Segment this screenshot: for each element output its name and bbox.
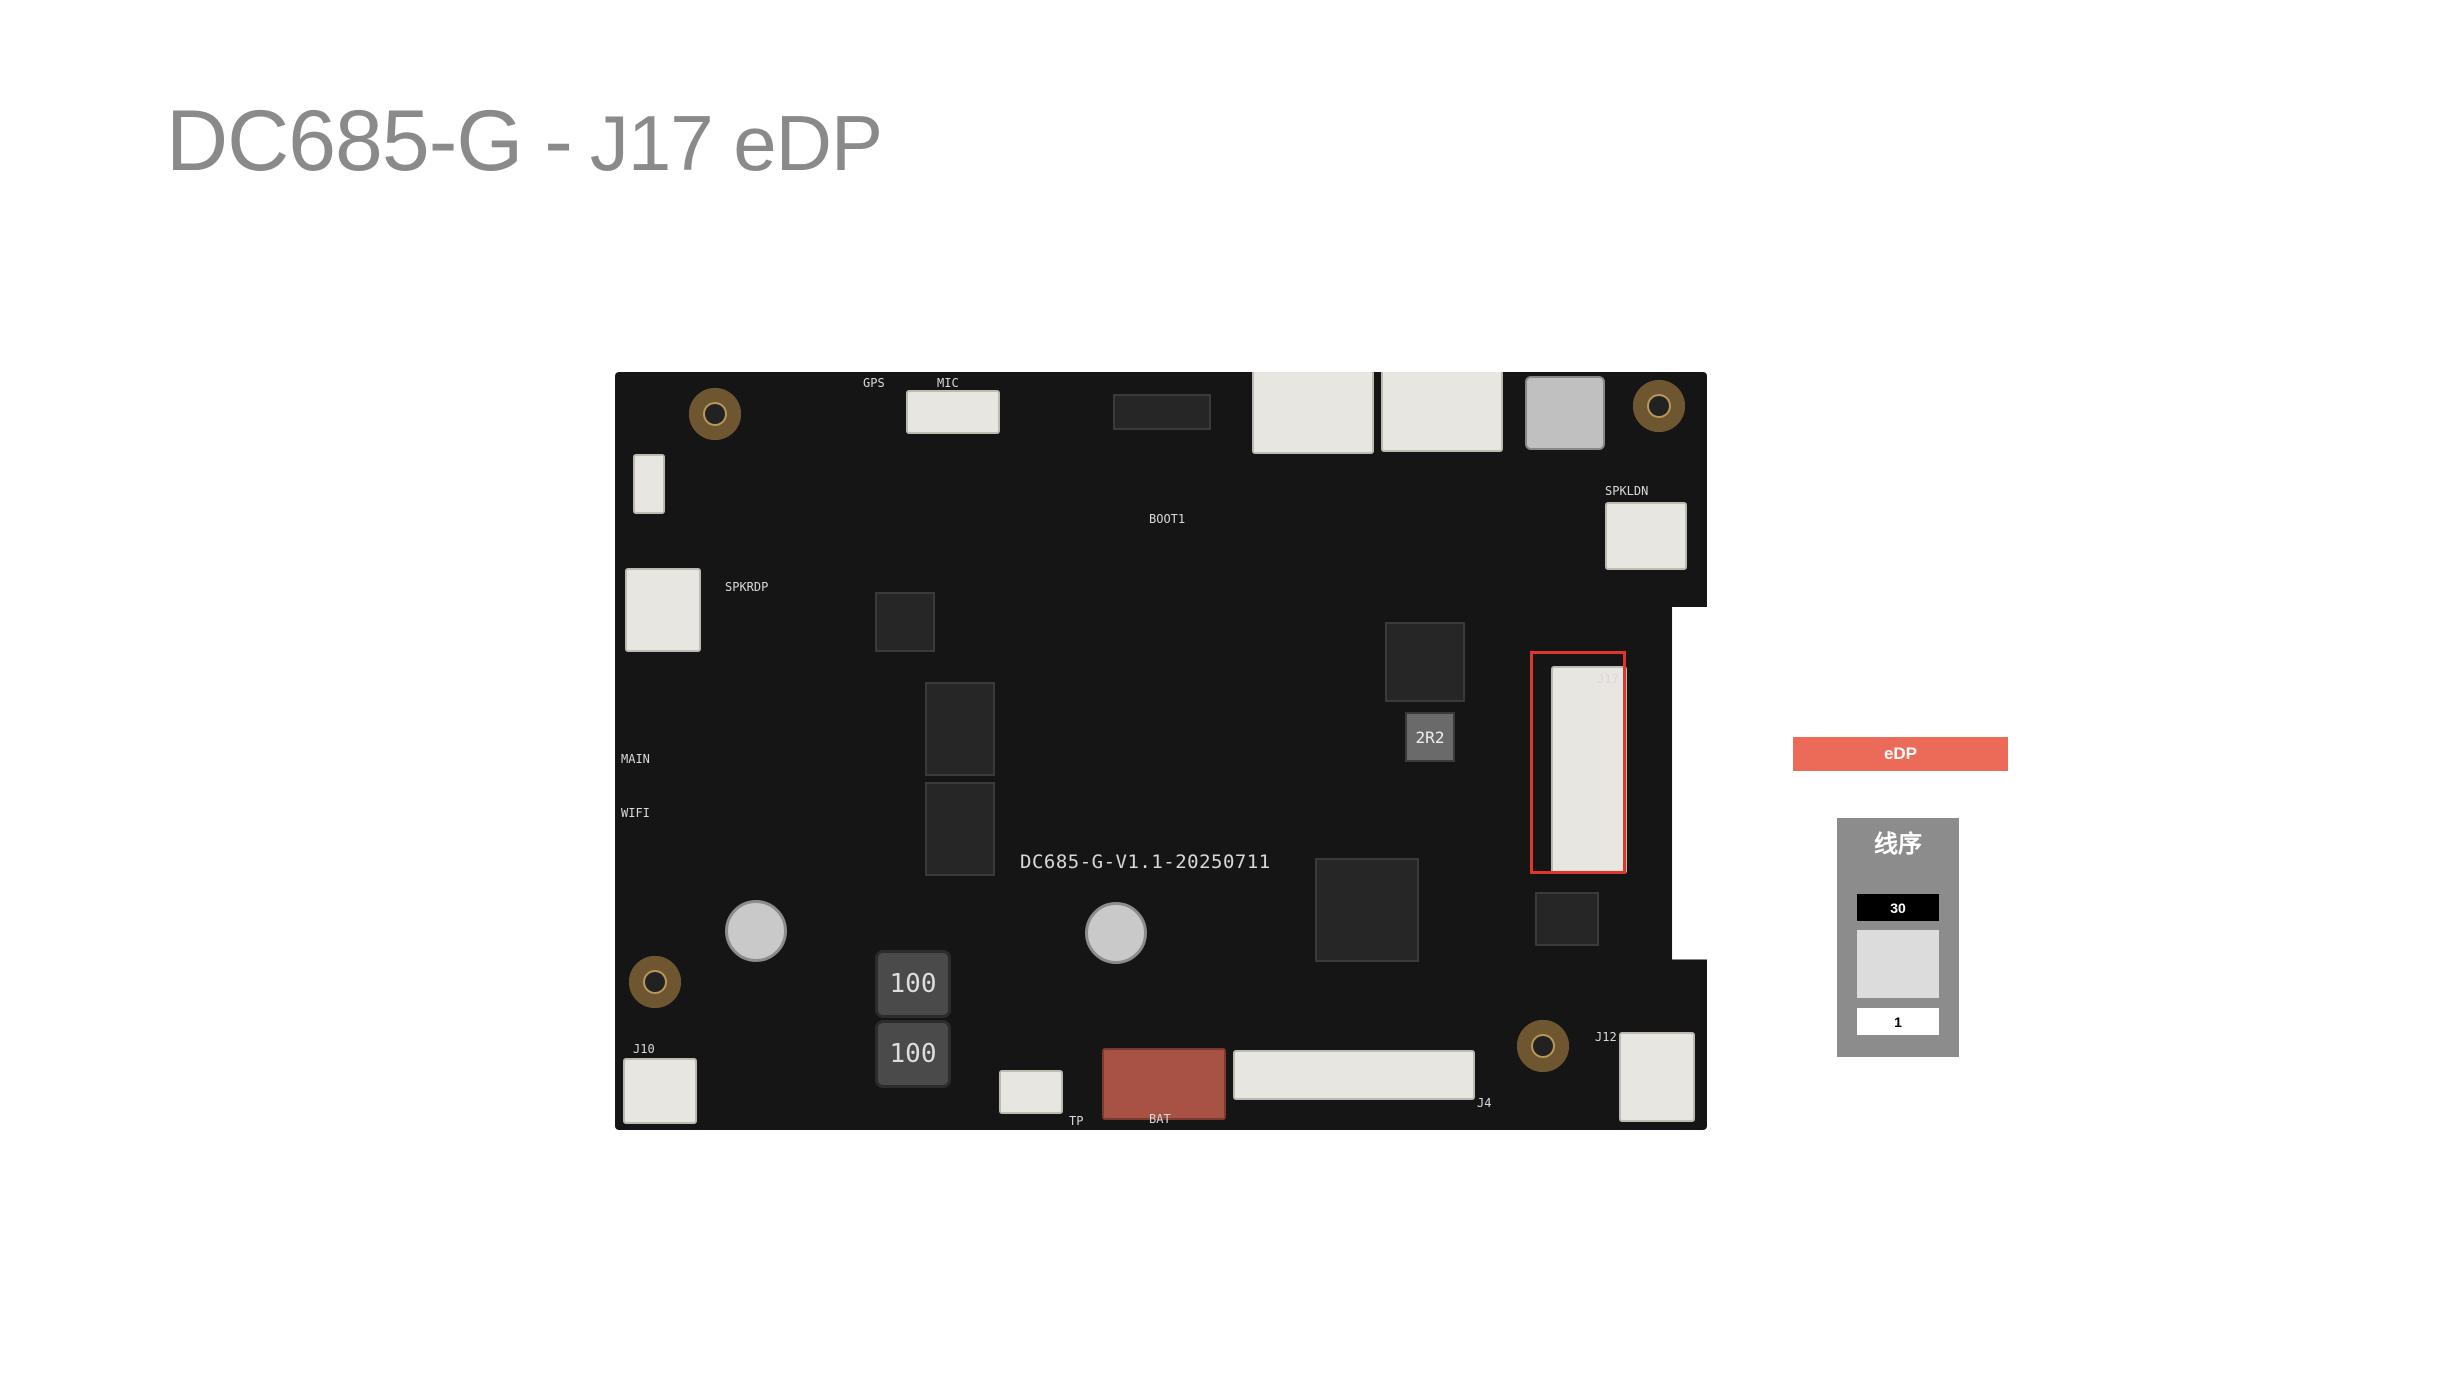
connector-j19-mic <box>906 390 1000 434</box>
silk-gps: GPS <box>863 376 885 390</box>
connector-j4 <box>1233 1050 1475 1100</box>
page-title: DC685-G-J17 eDP <box>166 92 883 191</box>
connector-body-diagram <box>1857 930 1939 998</box>
chip-qfn-main <box>1385 622 1465 702</box>
inductor-l2: 100 <box>875 1020 951 1088</box>
connector-j17-edp <box>1551 666 1627 874</box>
chip-2r2: 2R2 <box>1405 712 1455 762</box>
usb-c-j2 <box>1525 376 1605 450</box>
capacitor-c25 <box>1085 902 1147 964</box>
connector-j10 <box>623 1058 697 1124</box>
inductor-l3: 100 <box>875 950 951 1018</box>
silk-boot1: BOOT1 <box>1149 512 1186 526</box>
silk-bat: BAT <box>1149 1112 1171 1126</box>
silk-main: MAIN <box>621 752 650 766</box>
title-main: DC685-G <box>166 93 523 189</box>
capacitor-c109 <box>725 900 787 962</box>
title-sub: J17 eDP <box>589 99 883 187</box>
connector-left-top <box>633 454 665 514</box>
silk-mic: MIC <box>937 376 959 390</box>
chip-u15 <box>875 592 935 652</box>
silk-j12: J12 <box>1595 1030 1617 1044</box>
edp-tag: eDP <box>1793 737 2008 771</box>
chip-u32 <box>1315 858 1419 962</box>
connector-bat <box>1102 1048 1226 1120</box>
wire-order-panel: 线序 30 1 <box>1837 818 1959 1057</box>
silk-wifi: WIFI <box>621 806 650 820</box>
connector-j6 <box>1381 372 1503 452</box>
mounting-hole-bottom-right <box>1517 1020 1569 1072</box>
connector-j12 <box>1619 1032 1695 1122</box>
connector-j11 <box>1605 502 1687 570</box>
wire-order-title: 线序 <box>1874 830 1922 858</box>
connector-spkrdp <box>625 568 701 652</box>
mounting-hole-top-right <box>1633 380 1685 432</box>
board-version-label: DC685-G-V1.1-20250711 <box>1020 851 1271 873</box>
silk-tp: TP <box>1069 1114 1084 1128</box>
j17-highlight-box <box>1530 651 1626 874</box>
connector-tp <box>999 1070 1063 1114</box>
pin-30-label: 30 <box>1857 894 1939 921</box>
title-separator: - <box>544 93 573 189</box>
silk-spkrdp: SPKRDP <box>725 580 769 594</box>
silk-j4: J4 <box>1477 1096 1492 1110</box>
mounting-hole-bottom-left <box>629 956 681 1008</box>
chip-u33 <box>925 782 995 876</box>
silk-spkldn: SPKLDN <box>1605 484 1649 498</box>
chip-u18 <box>1535 892 1599 946</box>
mounting-hole-top-left <box>689 388 741 440</box>
pcb-board: 2R2 100 100 GPS MIC MAIN WIFI BOOT1 SPKR… <box>615 372 1707 1130</box>
connector-top-1 <box>1252 372 1374 454</box>
silk-j17: J17 <box>1597 672 1619 686</box>
connector-j5 <box>1113 394 1211 430</box>
chip-u34 <box>925 682 995 776</box>
pin-1-label: 1 <box>1857 1008 1939 1035</box>
silk-j10: J10 <box>633 1042 655 1056</box>
